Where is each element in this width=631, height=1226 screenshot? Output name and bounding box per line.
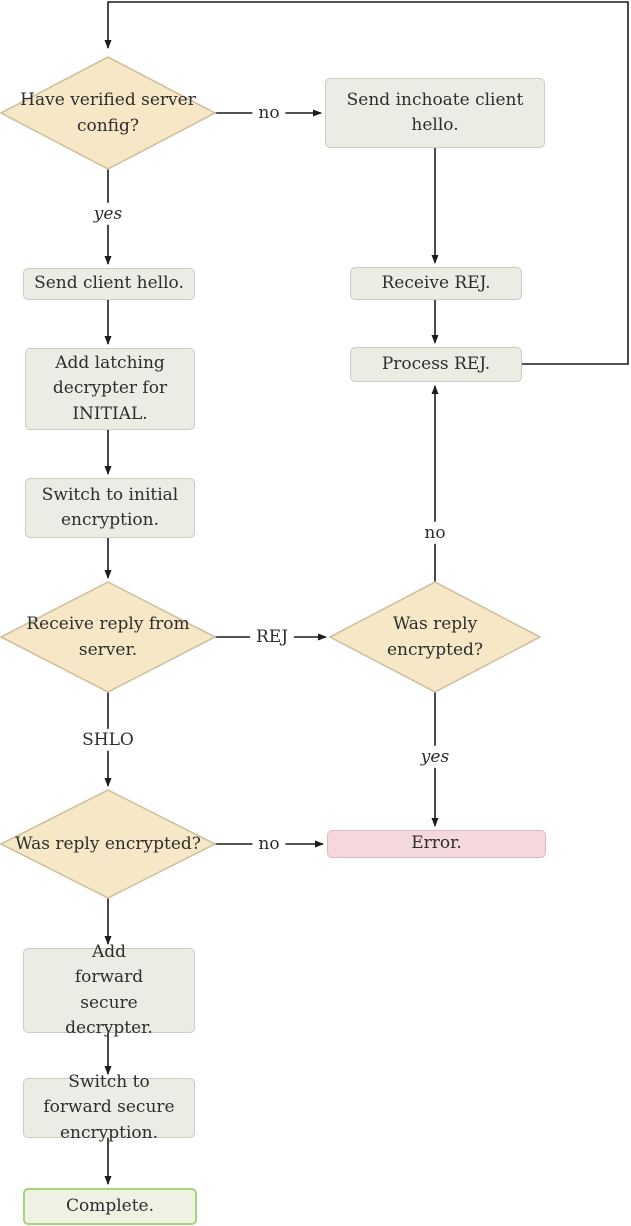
decision-shape-receive-reply	[0, 581, 217, 693]
node-error: Error.	[327, 830, 546, 858]
edge-label-yes-verified: yes	[87, 202, 129, 226]
node-switch-to-forward-secure-encryption: Switch to forward secure encryption.	[23, 1072, 195, 1143]
decision-shape-was-encrypted-rej	[328, 581, 542, 693]
node-add-forward-secure-decrypter: Add forward secure decrypter.	[23, 942, 195, 1038]
decision-shape-have-verified	[0, 56, 217, 170]
edge-label-yes-encrypted-rej: yes	[414, 745, 456, 769]
node-receive-reply-from-server: Receive reply from server.	[26, 613, 190, 660]
edge-label-no-encrypted-rej: no	[418, 521, 452, 545]
edge-label-shlo: SHLO	[76, 728, 140, 752]
edge-process-rej-to-have-verified-loop	[104, 1, 629, 365]
edge-label-rej: REJ	[249, 625, 295, 649]
edge-label-no-verified: no	[252, 101, 286, 125]
node-send-inchoate-client-hello: Send inchoate client hello.	[325, 78, 545, 148]
node-send-client-hello: Send client hello.	[23, 268, 195, 300]
node-was-reply-encrypted-rej: Was reply encrypted?	[386, 613, 484, 660]
node-switch-to-initial-encryption: Switch to initial encryption.	[25, 478, 195, 538]
node-add-latching-decrypter: Add latching decrypter for INITIAL.	[25, 348, 195, 430]
decision-shape-was-encrypted-shlo	[0, 789, 217, 899]
node-process-rej: Process REJ.	[350, 347, 522, 382]
node-complete: Complete.	[23, 1188, 197, 1225]
node-receive-rej: Receive REJ.	[350, 267, 522, 300]
node-was-reply-encrypted-shlo: Was reply encrypted?	[15, 833, 201, 854]
edge-label-no-encrypted-shlo: no	[252, 832, 286, 856]
node-have-verified-server-config: Have verified server config?	[20, 89, 196, 136]
